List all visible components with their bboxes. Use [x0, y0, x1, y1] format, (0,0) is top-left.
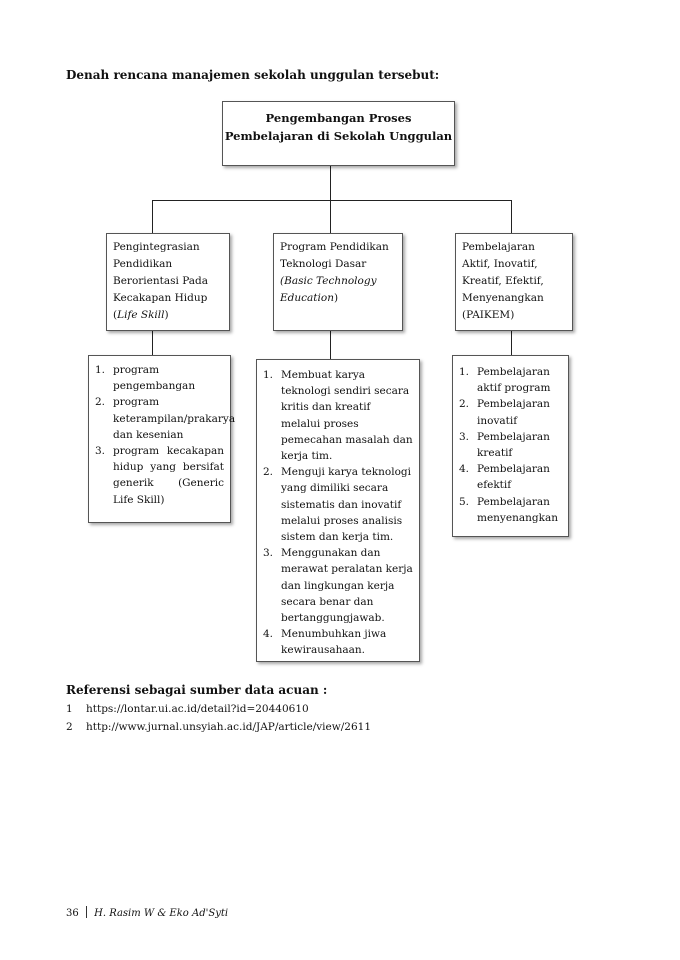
root-connector [330, 166, 332, 201]
list-item: 4.Pembelajaran efektif [459, 463, 550, 492]
left-connector [152, 200, 154, 233]
reference-link-2[interactable]: http://www.jurnal.unsyiah.ac.id/JAP/arti… [86, 721, 371, 733]
center-connector [330, 200, 332, 233]
life-skill-line1: Pengintegrasian [113, 241, 200, 253]
list-item: 2.Menguji karya teknologi yang dimiliki … [263, 466, 411, 544]
basic-tech-line2: Teknologi Dasar [280, 258, 367, 270]
basic-tech-italic1: (Basic Technology [280, 275, 377, 287]
life-skill-list-box: 1.program pengembangan 2.program keteram… [88, 355, 236, 523]
paikem-line5: (PAIKEM) [462, 309, 515, 321]
basic-tech-line1: Program Pendidikan [280, 241, 389, 253]
root-title-line1: Pengembangan Proses [265, 111, 412, 125]
list-item: 2.Pembelajaran inovatif [459, 398, 550, 427]
life-skill-node: Pengintegrasian Pendidikan Berorientasi … [106, 233, 230, 331]
left-sub-connector [152, 331, 154, 355]
paikem-line2: Aktif, Inovatif, [462, 258, 538, 270]
list-item: 4.Menumbuhkan jiwa kewirausahaan. [263, 628, 387, 657]
life-skill-list: 1.program pengembangan 2.program keteram… [95, 362, 236, 508]
reference-link-1[interactable]: https://lontar.ui.ac.id/detail?id=204406… [86, 703, 309, 715]
basic-technology-node: Program Pendidikan Teknologi Dasar (Basi… [273, 233, 403, 331]
list-item: 3.Menggunakan dan merawat peralatan kerj… [263, 547, 413, 625]
paikem-list: 1.Pembelajaran aktif program 2.Pembelaja… [459, 364, 564, 526]
life-skill-line5: (Life Skill) [113, 309, 169, 321]
paikem-line4: Menyenangkan [462, 292, 544, 304]
basic-technology-list-box: 1.Membuat karya teknologi sendiri secara… [256, 359, 420, 662]
basic-technology-list: 1.Membuat karya teknologi sendiri secara… [263, 367, 413, 659]
footer-authors: H. Rasim W & Eko Ad'Syti [94, 908, 229, 919]
list-item: 1.Pembelajaran aktif program [459, 366, 551, 395]
right-sub-connector [511, 331, 513, 355]
list-item: 3.program kecakapan hidup yang bersifat … [95, 445, 224, 506]
list-item: 1.program pengembangan [95, 364, 196, 393]
page-heading: Denah rencana manajemen sekolah unggulan… [66, 68, 440, 82]
root-title-line2: Pembelajaran di Sekolah Unggulan [224, 129, 453, 143]
list-item: 3.Pembelajaran kreatif [459, 430, 550, 460]
life-skill-line3: Berorientasi Pada [113, 275, 209, 287]
paikem-line3: Kreatif, Efektif, [462, 275, 544, 287]
center-sub-connector [330, 331, 332, 359]
right-connector [511, 200, 513, 233]
list-item: 2.program keterampilan/prakarya dan kese… [95, 396, 236, 441]
references-title: Referensi sebagai sumber data acuan : [66, 683, 328, 697]
root-node: Pengembangan Proses Pembelajaran di Seko… [222, 101, 455, 166]
list-item: 1.Membuat karya teknologi sendiri secara… [263, 369, 413, 463]
life-skill-line2: Pendidikan [113, 258, 173, 270]
life-skill-italic: Life Skill [117, 309, 165, 321]
horizontal-connector [152, 200, 512, 202]
list-item: 5.Pembelajaran menyenangkan [459, 495, 558, 524]
page-number: 36 [66, 908, 79, 919]
footer-divider [85, 906, 87, 918]
page-footer: 36 H. Rasim W & Eko Ad'Syti [66, 906, 228, 919]
paikem-node: Pembelajaran Aktif, Inovatif, Kreatif, E… [455, 233, 573, 331]
paikem-line1: Pembelajaran [462, 241, 535, 253]
life-skill-line4: Kecakapan Hidup [113, 292, 208, 304]
basic-tech-line4: Education) [280, 292, 339, 304]
paikem-list-box: 1.Pembelajaran aktif program 2.Pembelaja… [452, 355, 569, 537]
